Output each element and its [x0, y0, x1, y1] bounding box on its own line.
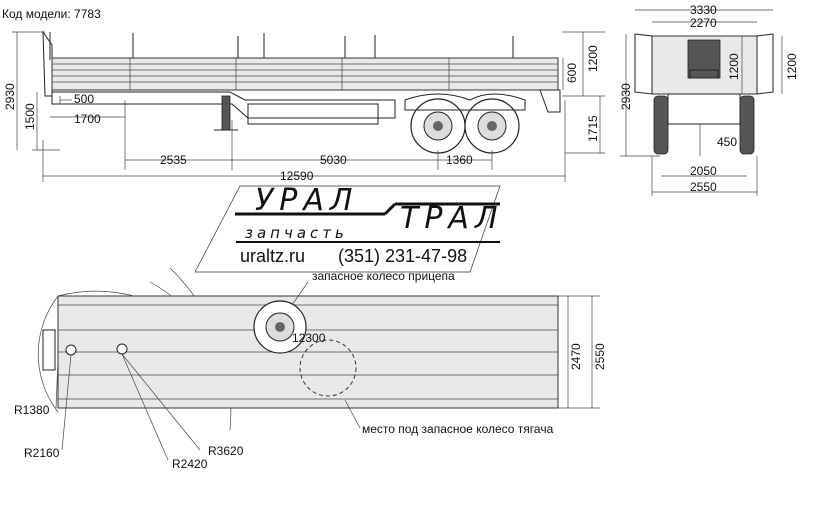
side-platform — [51, 57, 559, 91]
dim-top-12300: 12300 — [292, 331, 326, 345]
rear-wheels — [653, 95, 755, 155]
rear-view: 3330 2270 2930 1200 1200 450 2050 2550 — [619, 3, 799, 196]
company-logo: УРАЛ ТРАЛ запчасть uraltz.ru (351) 231-4… — [194, 183, 504, 273]
model-code-label: Код модели: 7783 — [2, 7, 101, 21]
radius-2420: R2420 — [172, 457, 208, 471]
radius-3620: R3620 — [208, 444, 244, 458]
dim-side-1700: 1700 — [74, 112, 101, 126]
logo-phone: (351) 231-47-98 — [338, 246, 467, 266]
side-wheels — [404, 93, 526, 154]
logo-site: uraltz.ru — [240, 246, 305, 266]
dim-side-12590: 12590 — [280, 169, 314, 183]
top-view: запасное колесо прицепа место под запасн… — [14, 267, 607, 471]
logo-ural: УРАЛ — [255, 183, 358, 218]
dim-rear-450: 450 — [717, 135, 737, 149]
spare-tractor-label: место под запасное колесо тягача — [362, 422, 554, 436]
dim-top-2550: 2550 — [593, 343, 607, 370]
dim-rear-2930: 2930 — [619, 83, 633, 110]
spare-wheel-trailer — [253, 300, 307, 354]
dim-side-500: 500 — [74, 92, 94, 106]
dim-side-2930: 2930 — [3, 83, 17, 110]
dim-rear-1200-right: 1200 — [785, 53, 799, 80]
dim-rear-2550: 2550 — [690, 180, 717, 194]
spare-wheel-tractor-place — [299, 339, 357, 397]
dim-rear-3330: 3330 — [690, 3, 717, 17]
dim-rear-1200-left: 1200 — [727, 53, 741, 80]
side-stakes — [49, 32, 514, 60]
dim-rear-2270: 2270 — [690, 16, 717, 30]
logo-tral: ТРАЛ — [400, 201, 504, 236]
radius-2160: R2160 — [24, 446, 60, 460]
side-view: 2930 1500 500 1700 2535 5030 1360 12590 … — [3, 30, 605, 183]
dim-side-2535: 2535 — [160, 153, 187, 167]
dim-side-5030: 5030 — [320, 153, 347, 167]
dim-rear-2050: 2050 — [690, 164, 717, 178]
dim-side-1200: 1200 — [586, 45, 600, 72]
dim-side-1500: 1500 — [23, 103, 37, 130]
radius-1380: R1380 — [14, 403, 50, 417]
spare-trailer-label: запасное колесо прицепа — [312, 269, 455, 283]
dim-side-1715: 1715 — [586, 115, 600, 142]
dim-top-2470: 2470 — [569, 343, 583, 370]
dim-side-1360: 1360 — [446, 153, 473, 167]
dim-side-600: 600 — [565, 63, 579, 83]
logo-zapchast: запчасть — [245, 224, 348, 242]
